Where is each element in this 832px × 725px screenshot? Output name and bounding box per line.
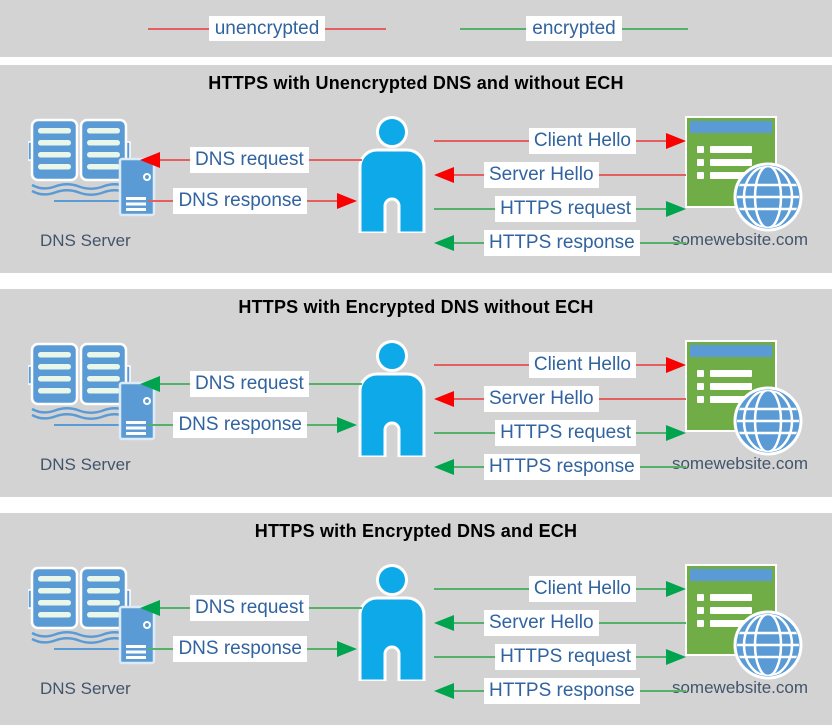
arrow-client-hello: Client Hello (434, 128, 686, 154)
scenario-panel-unencrypted-dns-no-ech: HTTPS with Unencrypted DNS and without E… (0, 65, 832, 273)
arrowhead-left-icon (434, 167, 454, 183)
arrow-label: DNS request (190, 147, 309, 173)
arrowhead-left-icon (140, 376, 160, 392)
panel-title: HTTPS with Encrypted DNS without ECH (238, 297, 594, 317)
panel-title: HTTPS with Encrypted DNS and ECH (254, 521, 578, 541)
arrow-label: DNS response (173, 636, 307, 662)
arrowhead-right-icon (337, 193, 357, 209)
arrow-label: Server Hello (484, 610, 599, 636)
arrowhead-right-icon (666, 201, 686, 217)
arrowhead-left-icon (434, 683, 454, 699)
arrow-label: DNS response (173, 188, 307, 214)
legend-item-unencrypted: unencrypted (148, 15, 387, 42)
arrow-https-request: HTTPS request (434, 196, 686, 222)
panel-title: HTTPS with Unencrypted DNS and without E… (208, 73, 624, 93)
arrow-label: HTTPS response (484, 454, 640, 480)
dns-server-label: DNS Server (40, 679, 131, 698)
arrow-server-hello: Server Hello (434, 386, 686, 412)
arrowhead-left-icon (140, 152, 160, 168)
scenario-panel-encrypted-dns-no-ech: HTTPS with Encrypted DNS without ECH DNS… (0, 289, 832, 497)
dns-server-icon (28, 342, 156, 441)
arrow-dns-response: DNS response (148, 412, 357, 438)
arrowhead-right-icon (337, 641, 357, 657)
arrow-https-request: HTTPS request (434, 644, 686, 670)
arrow-label: Client Hello (528, 352, 636, 378)
unencrypted-line-sample (148, 27, 209, 30)
arrow-https-response: HTTPS response (434, 678, 686, 704)
dns-server-label: DNS Server (40, 455, 131, 474)
person-icon (358, 340, 426, 457)
arrow-label: Server Hello (484, 386, 599, 412)
arrow-label: HTTPS request (495, 644, 636, 670)
arrow-dns-request: DNS request (140, 147, 362, 173)
arrow-label: DNS request (190, 371, 309, 397)
arrow-label: DNS request (190, 595, 309, 621)
arrowhead-left-icon (434, 459, 454, 475)
website-browser-globe-icon (685, 340, 803, 456)
arrowhead-right-icon (666, 133, 686, 149)
arrow-dns-request: DNS request (140, 595, 362, 621)
arrow-server-hello: Server Hello (434, 610, 686, 636)
arrow-label: HTTPS response (484, 678, 640, 704)
arrow-label: Client Hello (528, 576, 636, 602)
person-icon (358, 564, 426, 681)
website-label: somewebsite.com (671, 454, 809, 473)
arrowhead-right-icon (666, 649, 686, 665)
arrow-client-hello: Client Hello (434, 352, 686, 378)
arrow-label: HTTPS response (484, 230, 640, 256)
arrowhead-right-icon (666, 357, 686, 373)
arrow-label: HTTPS request (495, 420, 636, 446)
arrow-label: Server Hello (484, 162, 599, 188)
dns-server-icon (28, 118, 156, 217)
arrow-label: DNS response (173, 412, 307, 438)
website-label: somewebsite.com (671, 230, 809, 249)
website-label: somewebsite.com (671, 678, 809, 697)
dns-server-label: DNS Server (40, 231, 131, 250)
arrowhead-right-icon (666, 425, 686, 441)
website-browser-globe-icon (685, 564, 803, 680)
dns-server-icon (28, 566, 156, 665)
scenario-panel-encrypted-dns-and-ech: HTTPS with Encrypted DNS and ECH DNS Ser… (0, 513, 832, 725)
legend-label: unencrypted (208, 15, 326, 42)
arrow-server-hello: Server Hello (434, 162, 686, 188)
arrow-client-hello: Client Hello (434, 576, 686, 602)
arrowhead-right-icon (666, 581, 686, 597)
arrow-label: Client Hello (528, 128, 636, 154)
arrowhead-left-icon (434, 615, 454, 631)
unencrypted-line-sample (325, 27, 387, 30)
arrow-https-response: HTTPS response (434, 230, 686, 256)
encrypted-line-sample (460, 27, 527, 30)
legend: unencrypted encrypted (0, 0, 832, 57)
arrow-https-response: HTTPS response (434, 454, 686, 480)
person-icon (358, 116, 426, 233)
arrow-label: HTTPS request (495, 196, 636, 222)
arrow-dns-response: DNS response (148, 188, 357, 214)
arrow-dns-response: DNS response (148, 636, 357, 662)
legend-label: encrypted (526, 15, 622, 42)
website-browser-globe-icon (685, 116, 803, 232)
arrowhead-right-icon (337, 417, 357, 433)
encrypted-line-sample (621, 27, 689, 30)
arrow-https-request: HTTPS request (434, 420, 686, 446)
arrow-dns-request: DNS request (140, 371, 362, 397)
arrowhead-left-icon (434, 235, 454, 251)
legend-item-encrypted: encrypted (460, 15, 689, 42)
arrowhead-left-icon (434, 391, 454, 407)
arrowhead-left-icon (140, 600, 160, 616)
